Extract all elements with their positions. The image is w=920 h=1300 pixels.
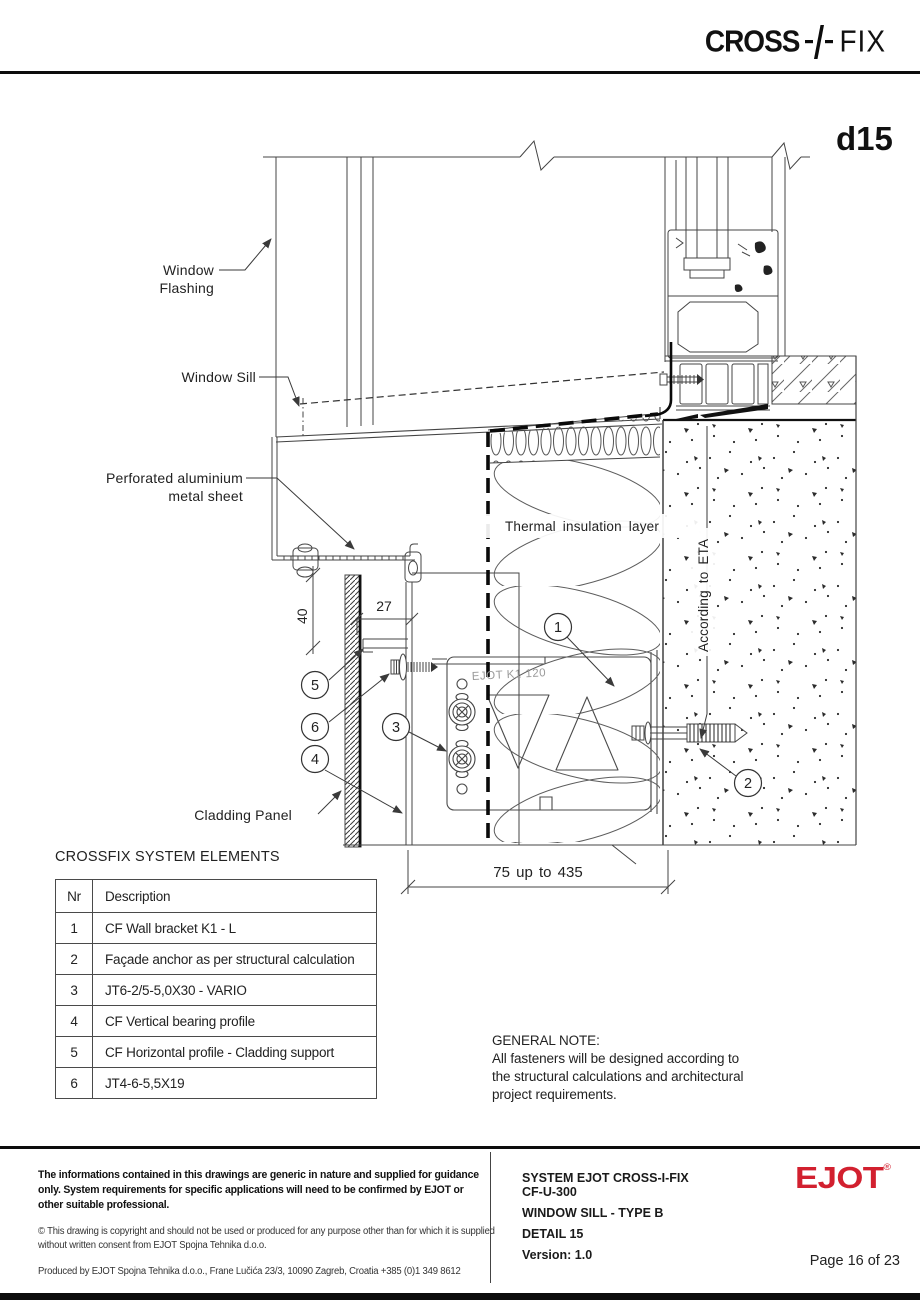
general-note-title: GENERAL NOTE:: [492, 1033, 600, 1048]
crossfix-logo: CROSS FIX: [705, 24, 886, 60]
leader-lines: [219, 238, 737, 815]
callout-1: 1: [554, 620, 562, 636]
cladding-panel: [344, 574, 362, 848]
label-cladding-panel: Cladding Panel: [194, 807, 292, 823]
general-note: GENERAL NOTE: All fasteners will be desi…: [492, 1032, 762, 1104]
label-bracket-model: EJOT K1 120: [472, 667, 547, 683]
membrane-lines: [486, 342, 768, 845]
table-row: 5 CF Horizontal profile - Cladding suppo…: [55, 1036, 377, 1068]
callout-5: 5: [311, 678, 319, 694]
disclaimer-line: other suitable professional.: [38, 1199, 170, 1211]
callouts: [300, 612, 763, 798]
thermal-insulation: [487, 412, 664, 843]
footer-title-block: SYSTEM EJOT CROSS-I-FIX CF-U-300 WINDOW …: [522, 1171, 689, 1262]
disclaimer-line: only. System requirements for specific a…: [38, 1184, 464, 1196]
bottom-dimension: [343, 844, 856, 895]
footer-rule: [0, 1146, 920, 1149]
row-nr: 6: [55, 1067, 93, 1099]
row-nr: 5: [55, 1036, 93, 1068]
table-row: 1 CF Wall bracket K1 - L: [55, 912, 377, 944]
row-nr: 1: [55, 912, 93, 944]
footer-system-line1: SYSTEM EJOT CROSS-I-FIX: [522, 1171, 689, 1185]
header-rule: [0, 71, 920, 74]
row-description: JT6-2/5-5,0X30 - VARIO: [92, 974, 377, 1006]
window-zone-lines: [263, 139, 810, 437]
col-header-nr: Nr: [55, 879, 93, 913]
vario-screws: [448, 692, 476, 779]
callout-4: 4: [311, 752, 319, 768]
crossfix-bar-icon: [805, 25, 834, 59]
general-note-line: the structural calculations and architec…: [492, 1069, 744, 1084]
label-window-sill: Window Sill: [181, 369, 256, 385]
row-description: CF Horizontal profile - Cladding support: [92, 1036, 377, 1068]
row-nr: 4: [55, 1005, 93, 1037]
general-note-line: project requirements.: [492, 1087, 617, 1102]
callout-6: 6: [311, 720, 319, 736]
dim-40: [305, 566, 321, 656]
footer-detail: DETAIL 15: [522, 1227, 584, 1241]
callout-2: 2: [744, 776, 752, 792]
row-nr: 3: [55, 974, 93, 1006]
table-row: 4 CF Vertical bearing profile: [55, 1005, 377, 1037]
logo-cross-text: CROSS: [704, 24, 801, 59]
row-description: Façade anchor as per structural calculat…: [92, 943, 377, 975]
callout-3: 3: [392, 720, 400, 736]
row-description: CF Vertical bearing profile: [92, 1005, 377, 1037]
dimension-width-range: 75 up to 435: [493, 864, 582, 881]
callout-numbers: 1 2 3 4 5 6: [311, 620, 752, 792]
elements-table: Nr Description 1 CF Wall bracket K1 - L …: [55, 879, 377, 1099]
footer-produced-by: Produced by EJOT Spojna Tehnika d.o.o., …: [38, 1266, 461, 1277]
label-perforated-2: metal sheet: [168, 488, 243, 504]
label-perforated-1: Perforated aluminium: [106, 470, 243, 486]
footer-type: WINDOW SILL - TYPE B: [522, 1206, 664, 1220]
copyright-line: © This drawing is copyright and should n…: [38, 1226, 495, 1237]
row-description: JT4-6-5,5X19: [92, 1067, 377, 1099]
table-row: 6 JT4-6-5,5X19: [55, 1067, 377, 1099]
footer-disclaimer-block: The informations contained in this drawi…: [38, 1168, 495, 1277]
window-frame: [659, 229, 779, 411]
label-window-flashing-2: Flashing: [159, 280, 214, 296]
footer-version: Version: 1.0: [522, 1248, 593, 1262]
general-note-line: All fasteners will be designed according…: [492, 1051, 740, 1066]
jt4-screw: [390, 653, 438, 681]
perforated-sheet: [271, 437, 418, 578]
table-row: 2 Façade anchor as per structural calcul…: [55, 943, 377, 975]
copyright-line: without written consent from EJOT Spojna…: [38, 1240, 267, 1251]
drawing-labels: Window Flashing Window Sill Perforated a…: [106, 262, 716, 823]
footer-copyright: © This drawing is copyright and should n…: [38, 1225, 495, 1253]
disclaimer-line: The informations contained in this drawi…: [38, 1169, 479, 1181]
ejot-logo: EJOT®: [795, 1160, 891, 1196]
registered-mark: ®: [883, 1162, 891, 1172]
logo-fix-text: FIX: [839, 24, 886, 59]
crossfix-elements: CROSSFIX SYSTEM ELEMENTS Nr Description …: [55, 849, 379, 1099]
footer-divider: [490, 1152, 491, 1283]
footer-system-line2: CF-U-300: [522, 1185, 577, 1199]
table-header-row: Nr Description: [55, 879, 377, 913]
col-header-description: Description: [92, 879, 377, 913]
detail-code: d15: [836, 120, 893, 157]
ejot-logo-text: EJOT: [795, 1160, 884, 1195]
table-row: 3 JT6-2/5-5,0X30 - VARIO: [55, 974, 377, 1006]
row-nr: 2: [55, 943, 93, 975]
masonry-hatch: [771, 355, 857, 405]
label-according-eta: According to ETA: [696, 539, 711, 652]
footer-disclaimer: The informations contained in this drawi…: [38, 1168, 488, 1213]
table-title: CROSSFIX SYSTEM ELEMENTS: [55, 849, 280, 865]
page-number: Page 16 of 23: [809, 1253, 900, 1269]
technical-drawing: 75 up to 435 40 27 1 2 3 4 5 6: [106, 139, 857, 895]
label-window-flashing-1: Window: [163, 262, 215, 278]
row-description: CF Wall bracket K1 - L: [92, 912, 377, 944]
label-thermal-insulation: Thermal insulation layer: [505, 519, 659, 534]
dimension-40: 40: [294, 608, 310, 624]
dimension-27: 27: [376, 598, 392, 614]
dim-27: [350, 584, 419, 635]
page-bottom-bar: [0, 1293, 920, 1300]
